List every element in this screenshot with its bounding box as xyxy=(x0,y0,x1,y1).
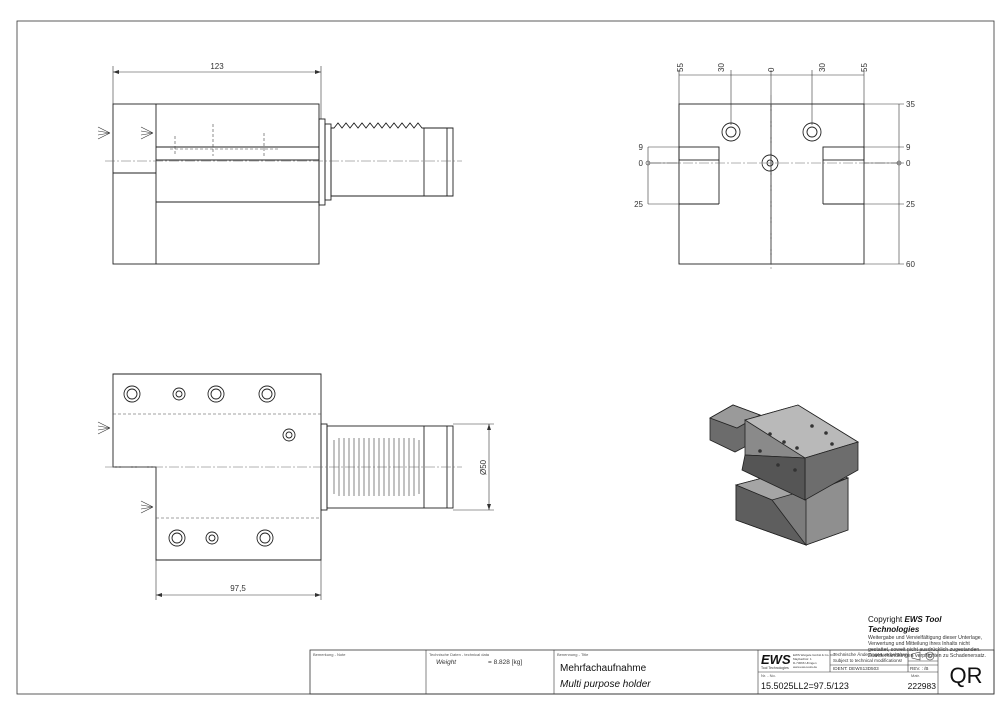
weight-label: Weight xyxy=(436,659,457,666)
ews-logo-sub: Tool Technologies xyxy=(761,666,789,670)
dim-top-55-left: 55 xyxy=(676,63,685,72)
copyright-line-4: Zuwiderhandlungen verpflichten zu Schade… xyxy=(868,653,986,659)
dim-left-9: 9 xyxy=(639,143,644,152)
ews-logo: EWS xyxy=(761,652,791,667)
sheet-border xyxy=(16,20,995,695)
drawing-number: 222983 xyxy=(908,681,937,691)
dim-diameter: Ø50 xyxy=(479,459,488,475)
company-line-4: www.ews-tools.de xyxy=(793,665,817,669)
name-de: Mehrfachaufnahme xyxy=(560,663,647,674)
copyright-brand: EWS Tool Technologies xyxy=(868,615,942,634)
projection-symbol-icon xyxy=(911,651,935,661)
ident: IDENT: DEWS13D503 xyxy=(833,666,879,671)
matr-label: Matr. xyxy=(911,673,920,678)
qr-mark: QR xyxy=(950,663,983,688)
copyright-prefix: Copyright xyxy=(868,615,903,624)
dim-right-9: 9 xyxy=(906,143,911,152)
tech-data-label: Technische Daten - technical data xyxy=(429,652,490,657)
company-line-3: D-73066 Uhingen xyxy=(793,661,817,665)
top-view: Ø50 97,5 xyxy=(97,373,494,600)
mod-note-en: Subject to technical modifications! xyxy=(833,658,902,663)
copyright-line-1: Weitergabe und Vervielfältigung dieser U… xyxy=(868,635,983,641)
dim-overall-length: 123 xyxy=(210,62,224,71)
mod-note-de: Technische Änderungen vorbehalten! xyxy=(833,651,909,657)
dim-left-0: 0 xyxy=(639,159,644,168)
name-label: Benennung - Title xyxy=(557,652,589,657)
dim-right-0: 0 xyxy=(906,159,911,168)
front-view: 55 30 0 30 55 9 0 25 xyxy=(634,63,915,270)
company-line-2: Maybachstr. 1 xyxy=(793,657,812,661)
copyright-line-3: gestattet, soweit nicht ausdrücklich zug… xyxy=(868,647,981,653)
isometric-view xyxy=(709,404,859,546)
dim-top-30-right: 30 xyxy=(818,63,827,72)
no-label: Nr. - No. xyxy=(761,673,776,678)
weight-value: = 8.828 [kg] xyxy=(488,659,522,666)
part-number: 15.5025LL2=97.5/123 xyxy=(761,681,849,691)
dim-right-35: 35 xyxy=(906,100,915,109)
dim-left-25: 25 xyxy=(634,200,643,209)
name-en: Multi purpose holder xyxy=(560,679,651,690)
dim-top-0: 0 xyxy=(767,67,776,72)
remarks-label: Bemerkung - Note xyxy=(313,652,346,657)
copyright-line-2: Verwertung und Mitteilung ihres Inhalts … xyxy=(868,641,970,647)
rev: REV. : /B xyxy=(910,666,928,671)
dim-right-25: 25 xyxy=(906,200,915,209)
dim-right-60: 60 xyxy=(906,260,915,269)
title-block: Bemerkung - Note Technische Daten - tech… xyxy=(309,649,995,695)
dim-length: 97,5 xyxy=(230,584,246,593)
side-view: 123 xyxy=(97,62,462,265)
copyright-notice: Copyright EWS Tool Technologies Weiterga… xyxy=(868,615,993,659)
company-line-1: EWS Weigele GmbH & Co. KG xyxy=(793,653,835,657)
dim-top-30-left: 30 xyxy=(717,63,726,72)
dim-top-55-right: 55 xyxy=(860,63,869,72)
